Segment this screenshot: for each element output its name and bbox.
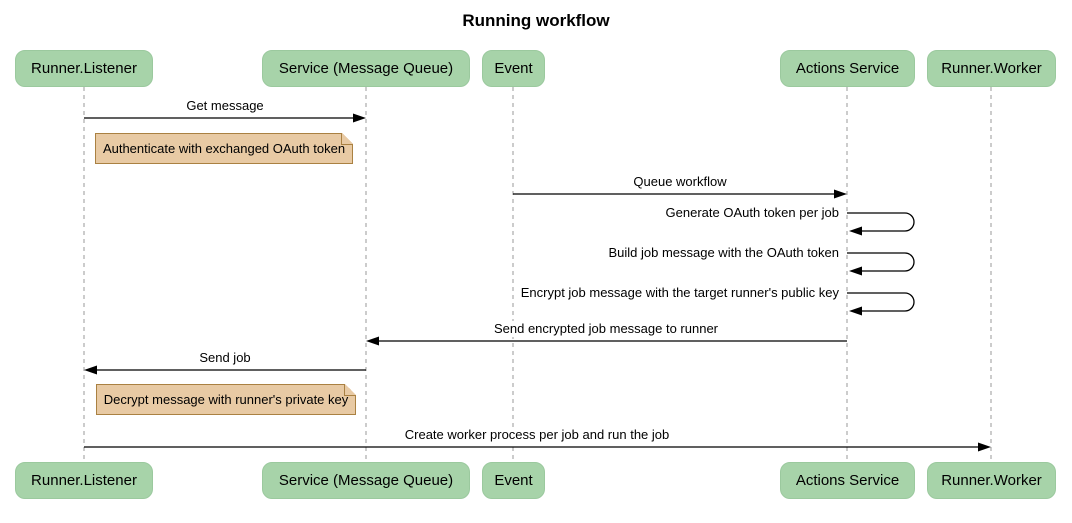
message-label-get-message: Get message <box>183 98 267 114</box>
participant-label: Service (Message Queue) <box>278 60 454 77</box>
participant-label: Runner.Worker <box>941 472 1042 489</box>
arrowhead-send-job <box>84 365 97 375</box>
arrowhead-generate-oauth-token <box>849 226 862 236</box>
participant-bottom-event: Event <box>482 462 545 499</box>
arrowhead-queue-workflow <box>834 189 847 199</box>
message-label-encrypt-job-message: Encrypt job message with the target runn… <box>517 285 842 301</box>
selfloop-encrypt-job-message <box>847 292 915 312</box>
note-fold-corner <box>341 133 353 145</box>
participant-top-actions-service: Actions Service <box>780 50 915 87</box>
arrowhead-send-encrypted-job-message <box>366 336 379 346</box>
selfloop-build-job-message <box>847 252 915 272</box>
participant-label: Runner.Worker <box>941 60 1042 77</box>
note-label: Decrypt message with runner's private ke… <box>103 392 349 407</box>
note-decrypt-message: Decrypt message with runner's private ke… <box>96 384 356 415</box>
arrowhead-create-worker-process <box>978 442 991 452</box>
participant-label: Service (Message Queue) <box>278 472 454 489</box>
participant-top-runner-worker: Runner.Worker <box>927 50 1056 87</box>
selfloop-generate-oauth-token <box>847 212 915 232</box>
participant-bottom-runner-listener: Runner.Listener <box>15 462 153 499</box>
message-label-generate-oauth-token: Generate OAuth token per job <box>662 205 842 221</box>
participant-label: Event <box>494 472 533 489</box>
participant-bottom-service-message-queue: Service (Message Queue) <box>262 462 470 499</box>
participant-label: Runner.Listener <box>31 472 137 489</box>
arrowhead-build-job-message <box>849 266 862 276</box>
arrowhead-get-message <box>353 113 366 123</box>
participant-label: Event <box>494 60 533 77</box>
message-label-send-job: Send job <box>196 350 254 366</box>
note-label: Authenticate with exchanged OAuth token <box>102 141 346 156</box>
participant-top-runner-listener: Runner.Listener <box>15 50 153 87</box>
participant-label: Actions Service <box>795 60 900 77</box>
diagram-title: Running workflow <box>462 11 610 30</box>
note-fold-corner <box>344 384 356 396</box>
note-authenticate-oauth: Authenticate with exchanged OAuth token <box>95 133 353 164</box>
participant-top-event: Event <box>482 50 545 87</box>
participant-top-service-message-queue: Service (Message Queue) <box>262 50 470 87</box>
participant-label: Runner.Listener <box>31 60 137 77</box>
participant-bottom-runner-worker: Runner.Worker <box>927 462 1056 499</box>
participant-bottom-actions-service: Actions Service <box>780 462 915 499</box>
participant-label: Actions Service <box>795 472 900 489</box>
arrowhead-encrypt-job-message <box>849 306 862 316</box>
message-label-build-job-message: Build job message with the OAuth token <box>605 245 842 261</box>
message-label-create-worker-process: Create worker process per job and run th… <box>401 427 673 443</box>
message-label-send-encrypted-job-message: Send encrypted job message to runner <box>490 321 722 337</box>
message-label-queue-workflow: Queue workflow <box>630 174 730 190</box>
